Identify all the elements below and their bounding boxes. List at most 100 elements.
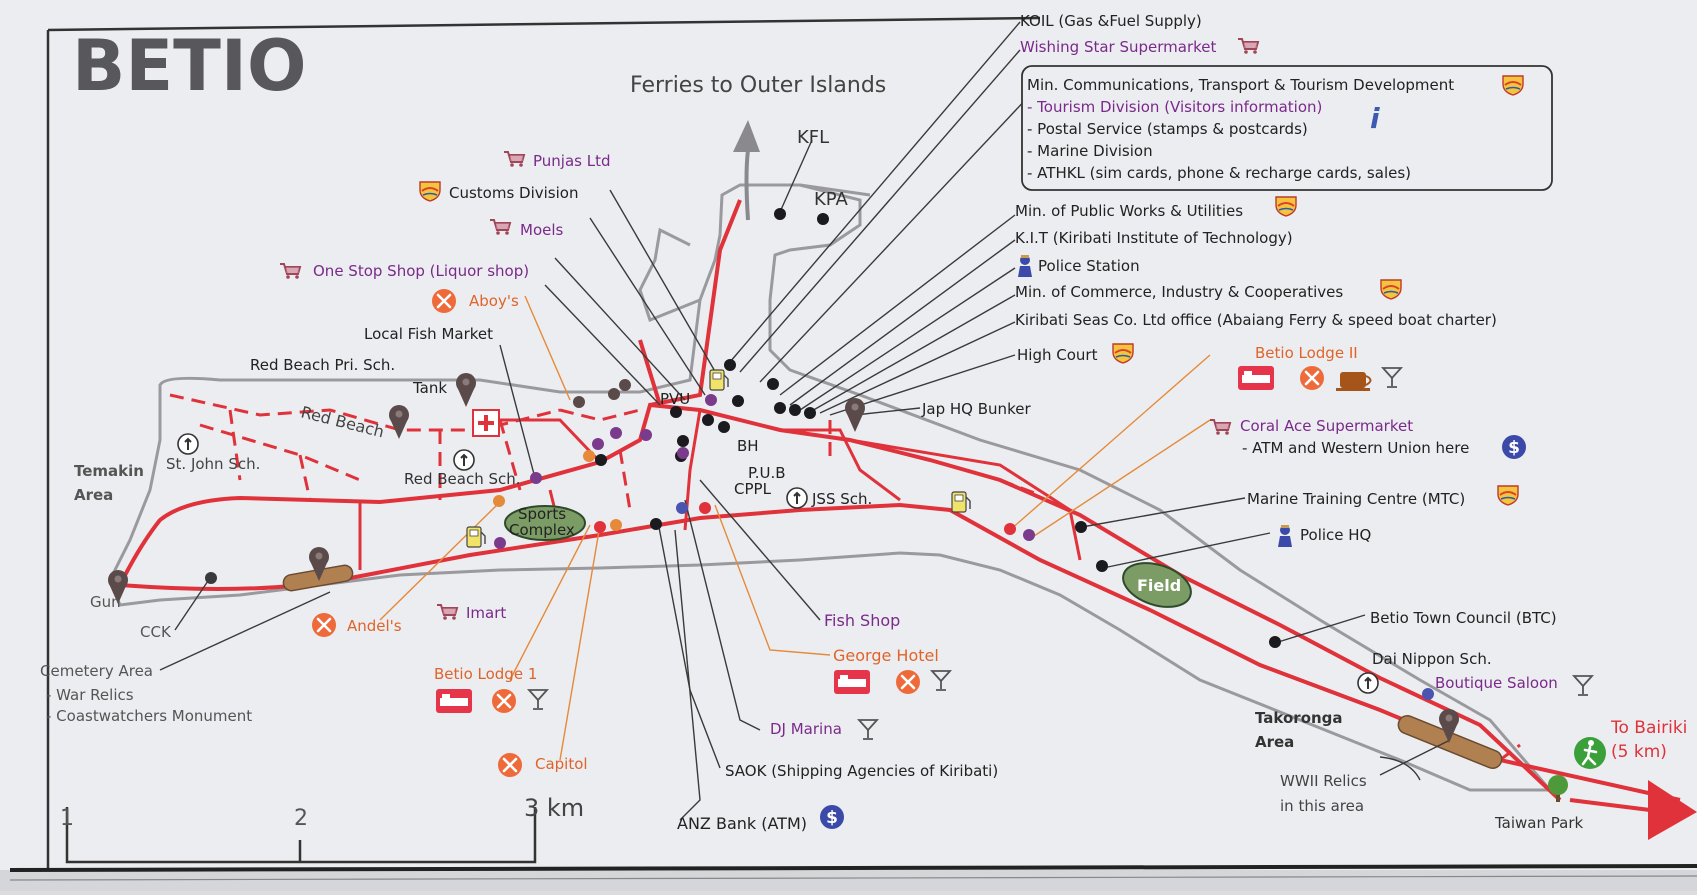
- pvu-label: PVU: [660, 390, 690, 408]
- walker-icon: [1574, 737, 1606, 769]
- coral-ace-atm-label: - ATM and Western Union here: [1242, 439, 1469, 457]
- crest-icon: [1275, 196, 1297, 217]
- moels-label: Moels: [520, 221, 564, 239]
- cemetery-monument-label: - Coastwatchers Monument: [46, 707, 252, 725]
- btc-label: Betio Town Council (BTC): [1370, 609, 1557, 627]
- to-bairiki-label: To Bairiki: [1610, 718, 1687, 738]
- complex-label: Complex: [509, 521, 575, 539]
- map-title: BETIO: [72, 25, 306, 107]
- red-beach-sch-label: Red Beach Sch.: [404, 470, 521, 488]
- school-icon: [177, 433, 199, 455]
- one-stop-label: One Stop Shop (Liquor shop): [313, 262, 529, 280]
- island-outline: [108, 183, 1554, 792]
- bed-icon: [436, 689, 472, 713]
- info-icon: i: [1370, 102, 1380, 135]
- st-john-label: St. John Sch.: [166, 455, 260, 473]
- wwii-relics-strip: [1397, 715, 1503, 769]
- crest-icon: [1497, 485, 1519, 506]
- temakin-area-label: Area: [74, 486, 113, 504]
- local-fish-label: Local Fish Market: [364, 325, 493, 343]
- leader-lines: [159, 21, 1451, 821]
- restaurant-icon: [1298, 364, 1326, 392]
- restaurant-icon: [310, 611, 338, 639]
- crest-icon: [1502, 75, 1524, 96]
- jss-label: JSS Sch.: [811, 490, 872, 508]
- takoronga-area-label: Area: [1255, 733, 1294, 751]
- betio-lodge2-label: Betio Lodge II: [1255, 344, 1358, 362]
- jap-hq-label: Jap HQ Bunker: [921, 400, 1031, 418]
- cemetery-relics-label: - War Relics: [46, 686, 134, 704]
- ministry-box: [1021, 65, 1553, 191]
- to-bairiki-arrow-icon: [1648, 780, 1697, 840]
- tree-icon: [1548, 775, 1568, 802]
- bed-icon: [834, 670, 870, 694]
- kfl-label: KFL: [797, 127, 829, 148]
- taiwan-park-label: Taiwan Park: [1494, 814, 1584, 832]
- ministry-box-line: Min. Communications, Transport & Tourism…: [1027, 76, 1454, 94]
- school-icon: [453, 449, 475, 471]
- takoronga-label: Takoronga: [1255, 709, 1343, 727]
- svg-text:i: i: [1370, 102, 1380, 135]
- sports-complex-shape: [504, 505, 586, 541]
- imart-label: Imart: [466, 604, 506, 622]
- wwii-label: WWII Relics: [1280, 772, 1367, 790]
- pub-label: P.U.B: [748, 464, 786, 482]
- scale-bar: 1 2 3 km: [60, 794, 584, 864]
- dj-marina-label: DJ Marina: [770, 720, 842, 738]
- punjas-label: Punjas Ltd: [533, 152, 611, 170]
- ferry-route-arrow: [744, 149, 750, 221]
- to-bairiki-distance: (5 km): [1611, 742, 1667, 762]
- kpa-dot: [817, 213, 829, 225]
- scale-label-1: 1: [60, 806, 74, 831]
- to-bairiki-road: [1569, 798, 1651, 812]
- bed-icon: [1238, 366, 1274, 390]
- dashed-roads: [169, 393, 1521, 762]
- public-works-label: Min. of Public Works & Utilities: [1015, 202, 1243, 220]
- scale-label-3km: 3 km: [524, 794, 584, 822]
- cppl-label: CPPL: [734, 480, 772, 498]
- koil-label: KOIL (Gas &Fuel Supply): [1020, 12, 1202, 30]
- temakin-label: Temakin: [74, 462, 144, 480]
- coral-ace-label: Coral Ace Supermarket: [1240, 417, 1413, 435]
- tank-label: Tank: [412, 379, 447, 397]
- police-station-label: Police Station: [1038, 257, 1140, 275]
- aboys-label: Aboy's: [469, 292, 519, 310]
- restaurant-icon: [490, 687, 518, 715]
- red-beach-pri-label: Red Beach Pri. Sch.: [250, 356, 395, 374]
- wishing-star-label: Wishing Star Supermarket: [1020, 38, 1217, 56]
- saok-label: SAOK (Shipping Agencies of Kiribati): [725, 762, 998, 780]
- dai-nippon-label: Dai Nippon Sch.: [1372, 650, 1492, 668]
- ministry-box-line: - Postal Service (stamps & postcards): [1027, 120, 1308, 138]
- commerce-label: Min. of Commerce, Industry & Cooperative…: [1015, 283, 1343, 301]
- mtc-label: Marine Training Centre (MTC): [1247, 490, 1465, 508]
- ferry-arrowhead-icon: [733, 120, 760, 152]
- bh-label: BH: [737, 437, 759, 455]
- high-court-label: High Court: [1017, 346, 1098, 364]
- anz-label: ANZ Bank (ATM): [677, 814, 807, 833]
- betio-lodge1-label: Betio Lodge 1: [434, 665, 537, 683]
- field-label: Field: [1137, 576, 1181, 595]
- crest-icon: [419, 181, 441, 202]
- crest-icon: [1112, 343, 1134, 364]
- ministry-box-line: - ATHKL (sim cards, phone & recharge car…: [1027, 164, 1411, 182]
- atm-dollar-icon: [1502, 435, 1526, 459]
- kfl-dot: [774, 208, 786, 220]
- coffee-icon: [1336, 372, 1372, 391]
- andels-label: Andel's: [347, 617, 402, 635]
- ministry-box-line: - Marine Division: [1027, 142, 1153, 160]
- scale-label-2: 2: [294, 806, 308, 831]
- kpa-label: KPA: [814, 189, 849, 210]
- cck-label: CCK: [140, 623, 172, 641]
- map-dots: [205, 208, 1434, 700]
- atm-dollar-icon: [820, 805, 844, 829]
- sports-label: Sports: [518, 505, 566, 523]
- restaurant-icon: [496, 751, 524, 779]
- police-hq-label: Police HQ: [1300, 526, 1371, 544]
- restaurant-icon: [430, 287, 458, 315]
- kiribati-seas-label: Kiribati Seas Co. Ltd office (Abaiang Fe…: [1015, 311, 1497, 329]
- kit-label: K.I.T (Kiribati Institute of Technology): [1015, 229, 1293, 247]
- ministry-box-line: - Tourism Division (Visitors information…: [1027, 98, 1322, 116]
- gun-label: Gun: [90, 593, 121, 611]
